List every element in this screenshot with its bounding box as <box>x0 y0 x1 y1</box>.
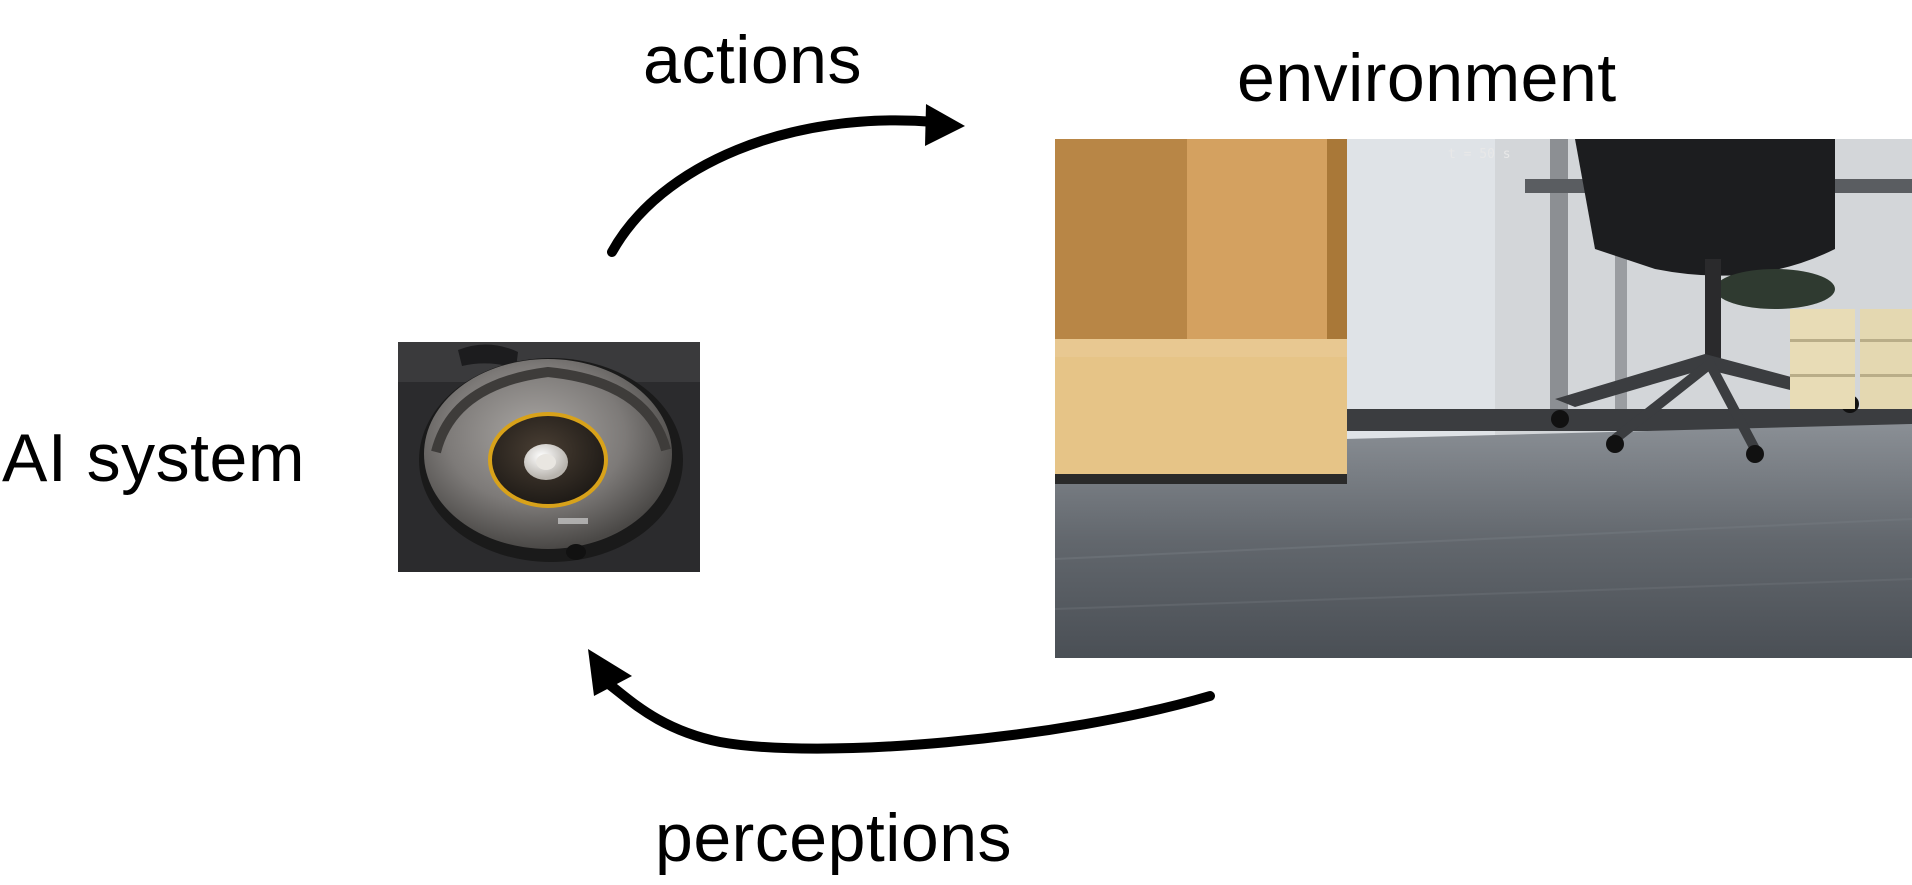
actions-arrowhead <box>925 104 965 146</box>
perceptions-arrowhead <box>588 649 632 696</box>
actions-arrow <box>607 115 940 257</box>
ai-system-label: AI system <box>2 420 305 496</box>
environment-time-overlay: t = 50 s <box>1448 147 1511 162</box>
perceptions-arrow <box>605 680 1215 754</box>
environment-camera-photo <box>1055 139 1912 658</box>
actions-label: actions <box>643 22 862 98</box>
environment-label: environment <box>1237 40 1617 116</box>
perceptions-label: perceptions <box>655 800 1013 876</box>
robot-vacuum-photo <box>398 342 700 572</box>
